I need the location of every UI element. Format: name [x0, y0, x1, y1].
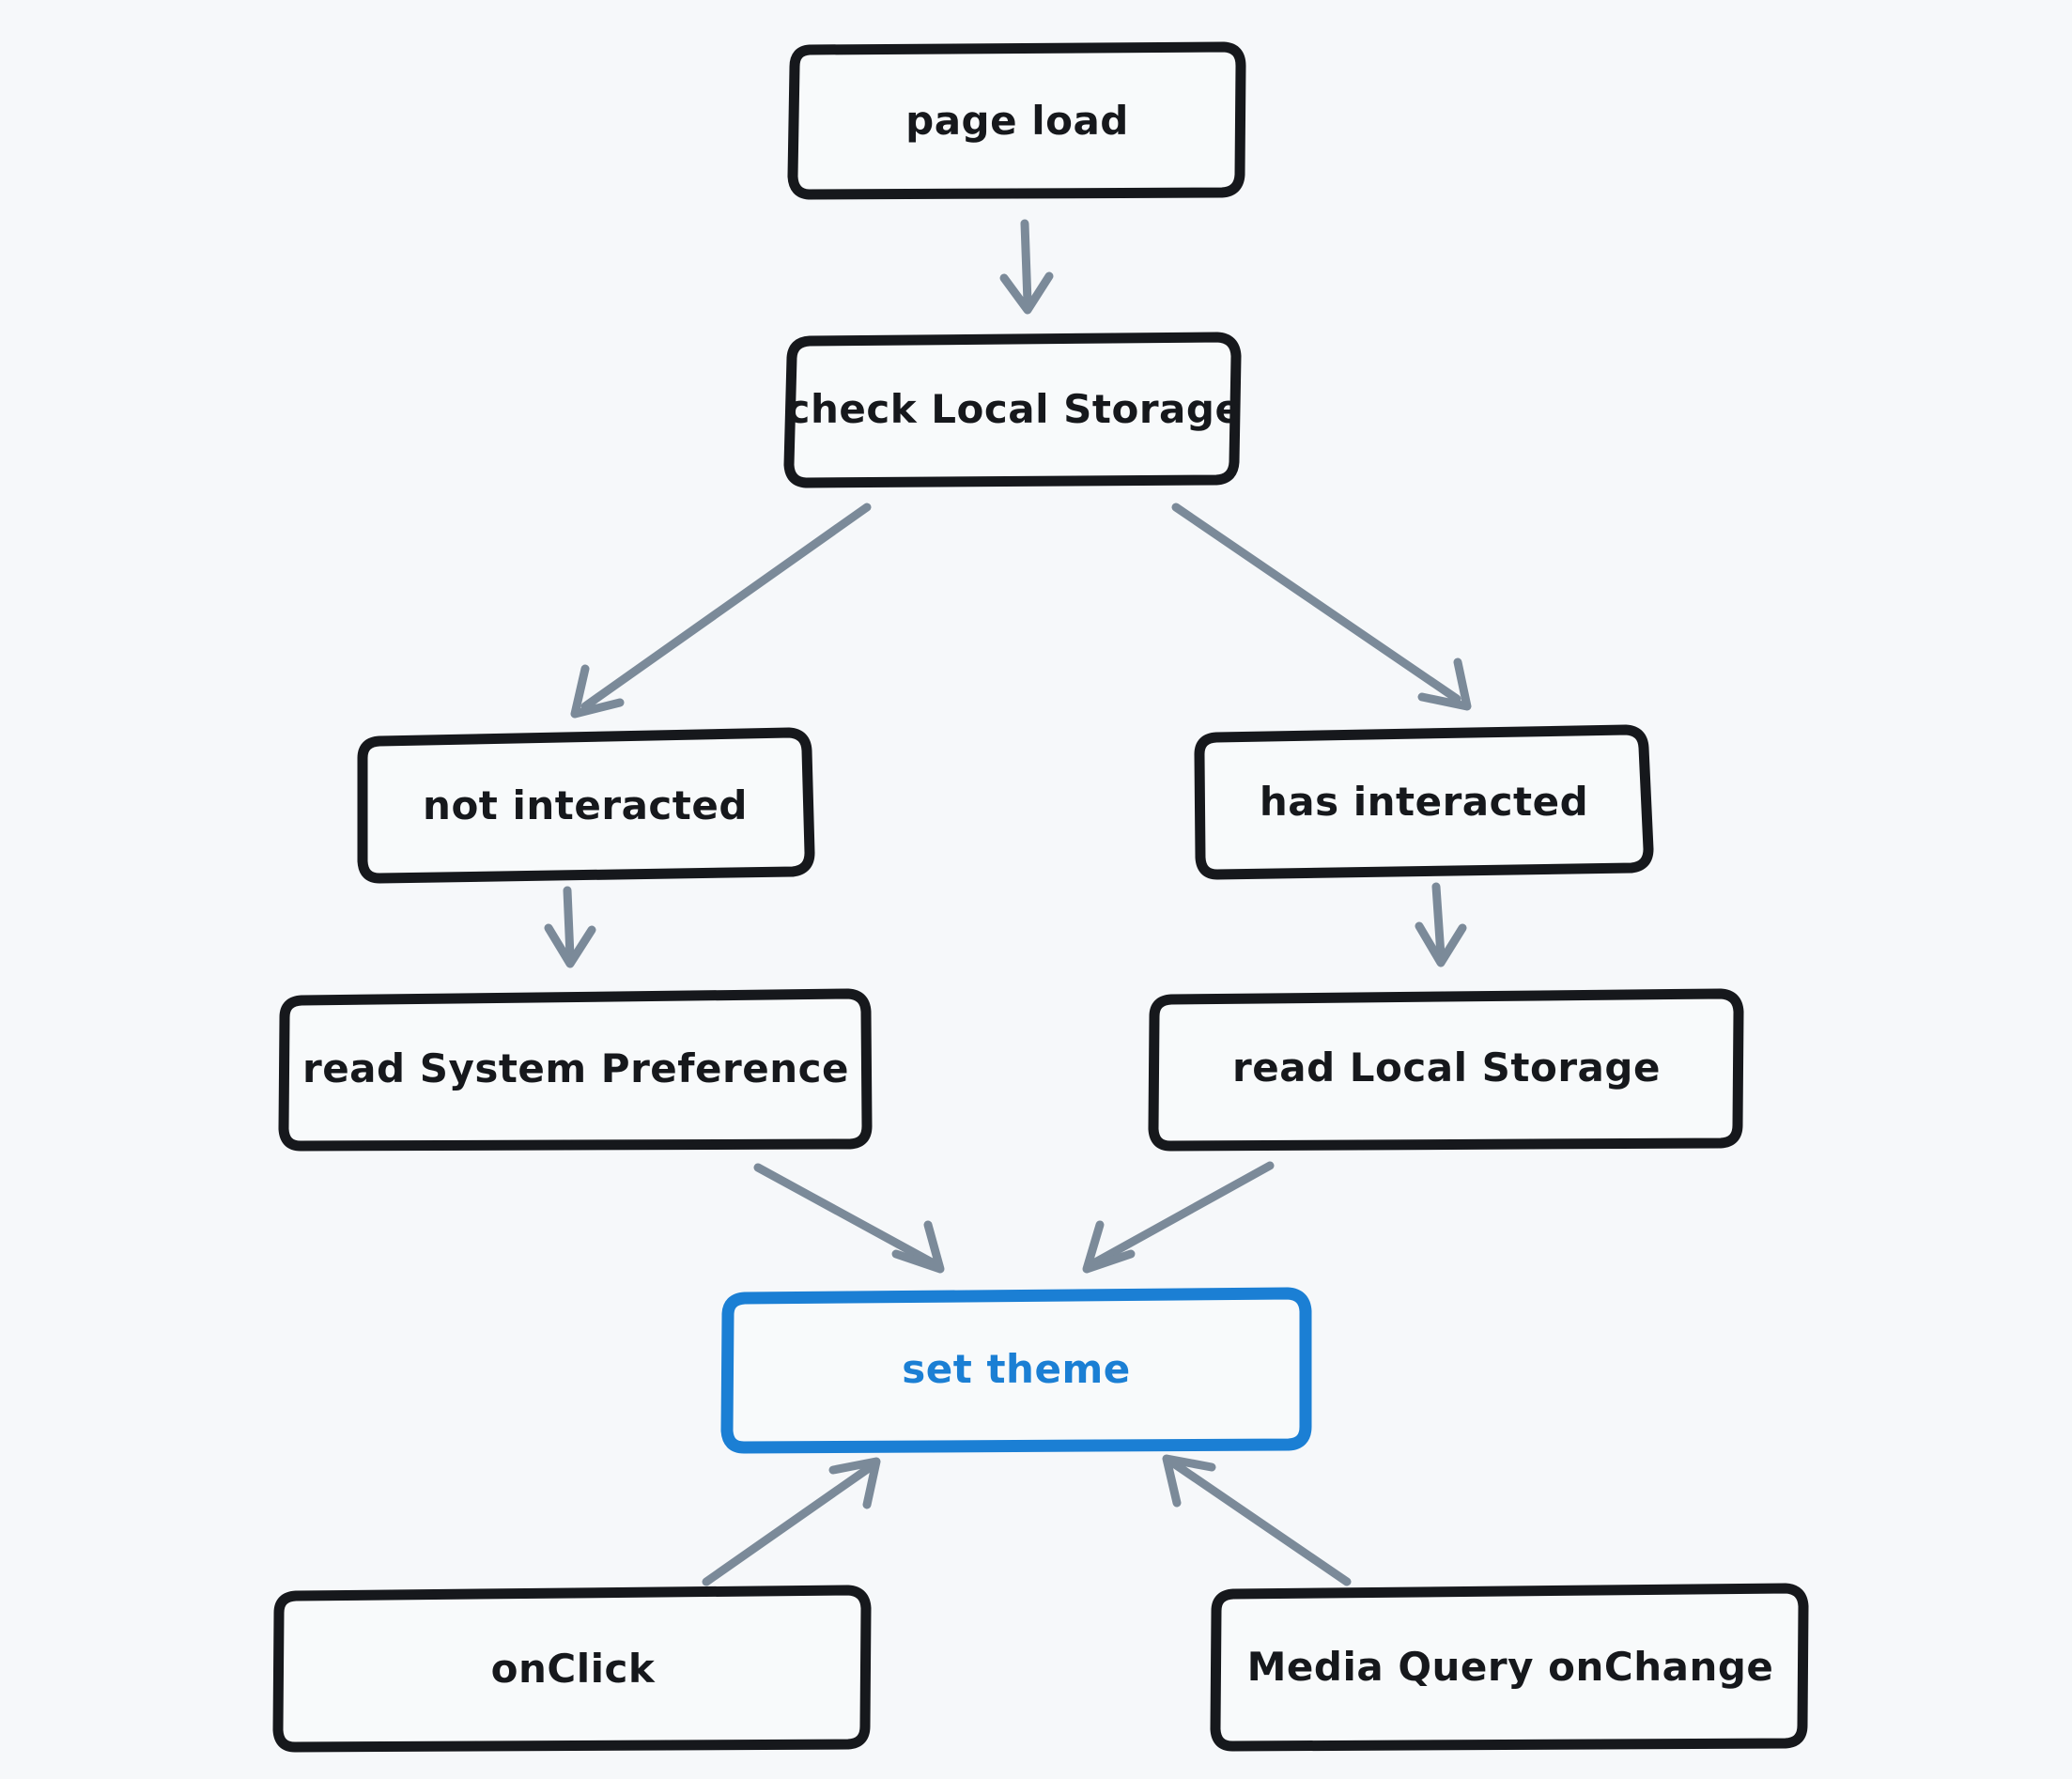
edge-check-local-storage-to-has-interacted [1171, 503, 1472, 711]
node-read-system-preference[interactable]: read System Preference [278, 988, 873, 1152]
edge-media-query-onchange-to-set-theme [1162, 1454, 1352, 1586]
node-page-load[interactable]: page load [787, 41, 1246, 200]
edge-check-local-storage-to-not-interacted [570, 503, 872, 719]
node-has-interacted-label: has interacted [1260, 779, 1588, 825]
node-onclick-label: onClick [491, 1646, 656, 1692]
node-check-local-storage[interactable]: check Local Storage [783, 332, 1243, 488]
node-media-query-onchange-label: Media Query onChange [1247, 1644, 1774, 1690]
node-page-load-label: page load [905, 98, 1129, 144]
node-read-local-storage-shape [1148, 988, 1744, 1152]
node-set-theme-shape [720, 1287, 1312, 1454]
edge-read-system-preference-to-set-theme [753, 1163, 945, 1274]
node-not-interacted[interactable]: not interacted [357, 727, 815, 884]
node-set-theme[interactable]: set theme [720, 1287, 1312, 1454]
edge-read-local-storage-to-set-theme [1082, 1161, 1275, 1274]
node-check-local-storage-label: check Local Storage [787, 386, 1243, 432]
node-check-local-storage-shape [783, 332, 1242, 488]
edge-not-interacted-to-read-system-preference [544, 886, 596, 968]
node-has-interacted-shape [1194, 724, 1654, 880]
node-layer: page load check Local Storage not intera… [272, 41, 1809, 1753]
node-not-interacted-label: not interacted [423, 782, 748, 828]
node-page-load-shape [787, 41, 1246, 200]
node-read-local-storage-label: read Local Storage [1232, 1044, 1661, 1091]
edge-has-interacted-to-read-local-storage [1415, 882, 1467, 967]
node-read-system-preference-label: read System Preference [302, 1045, 849, 1091]
node-not-interacted-shape [357, 727, 815, 884]
edge-layer [544, 219, 1472, 1586]
node-onclick-shape [272, 1585, 872, 1753]
node-media-query-onchange-shape [1210, 1583, 1809, 1752]
node-read-system-preference-shape [278, 988, 873, 1152]
edge-page-load-to-check-local-storage [999, 219, 1054, 315]
edge-onclick-to-set-theme [702, 1457, 881, 1586]
node-media-query-onchange[interactable]: Media Query onChange [1210, 1583, 1809, 1752]
node-read-local-storage[interactable]: read Local Storage [1148, 988, 1744, 1152]
node-set-theme-label: set theme [902, 1346, 1130, 1392]
node-onclick[interactable]: onClick [272, 1585, 872, 1753]
node-has-interacted[interactable]: has interacted [1194, 724, 1654, 880]
